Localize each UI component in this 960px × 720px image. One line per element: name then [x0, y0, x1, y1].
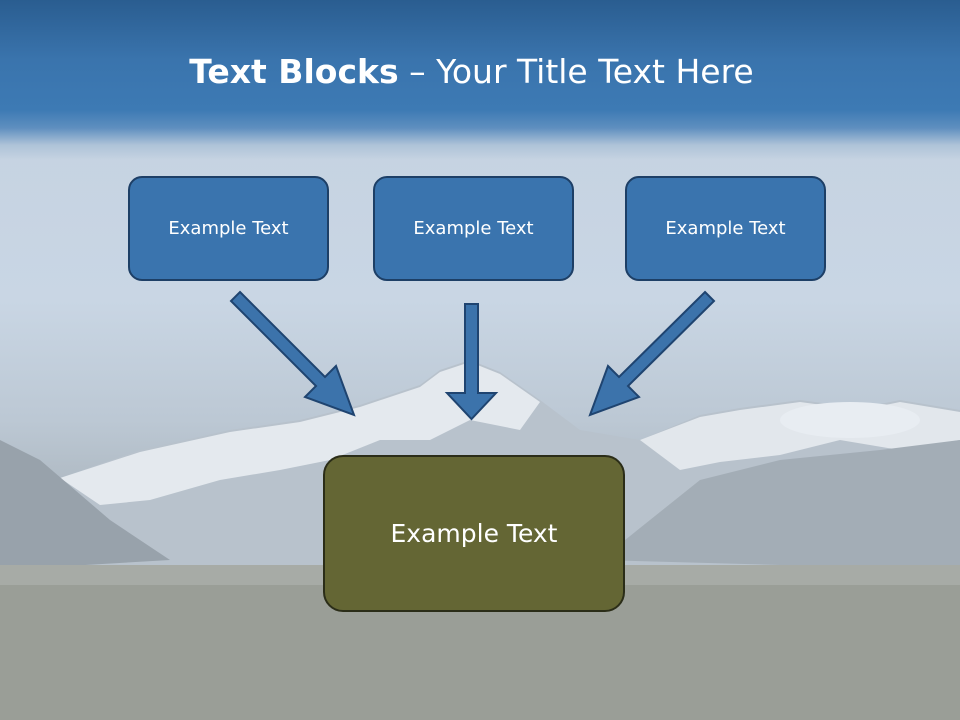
cloud — [780, 402, 920, 438]
title-bar: Text Blocks – Your Title Text Here — [0, 0, 960, 160]
text-block-center-label: Example Text — [413, 218, 534, 239]
title-bold: Text Blocks — [189, 52, 399, 91]
right-ridge — [600, 440, 960, 570]
slide-title: Text Blocks – Your Title Text Here — [0, 52, 943, 91]
title-rest: Your Title Text Here — [436, 52, 754, 91]
snow-peaks — [60, 362, 540, 505]
arrow-center-down — [444, 303, 499, 421]
text-block-center[interactable]: Example Text — [373, 176, 574, 281]
text-block-left-label: Example Text — [168, 218, 289, 239]
text-block-left[interactable]: Example Text — [128, 176, 329, 281]
text-block-right[interactable]: Example Text — [625, 176, 826, 281]
text-block-right-label: Example Text — [665, 218, 786, 239]
result-block[interactable]: Example Text — [323, 455, 625, 612]
result-block-label: Example Text — [390, 519, 558, 548]
left-slope — [0, 440, 170, 570]
arrow-right-diagonal — [588, 290, 716, 417]
title-separator: – — [398, 52, 437, 91]
arrow-left-diagonal — [229, 290, 356, 417]
